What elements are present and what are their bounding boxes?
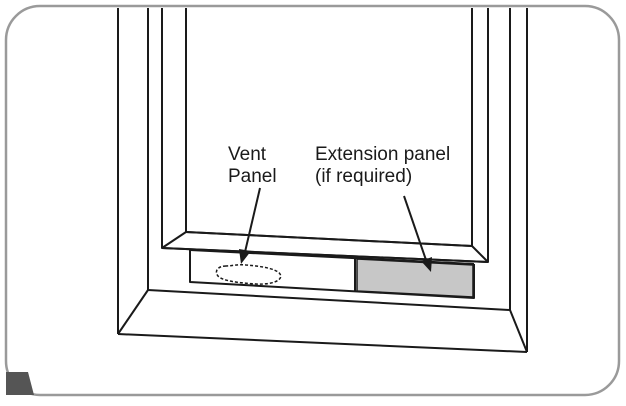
vent-label-line1: Vent: [228, 144, 267, 165]
vent-opening: [215, 263, 282, 285]
corner-mark: [6, 372, 34, 395]
window-frame: [117, 8, 528, 353]
extension-label-line2: (if required): [315, 166, 412, 187]
extension-panel: [356, 258, 474, 298]
vent-arrow: [239, 187, 261, 264]
panel-strip: [189, 250, 475, 299]
extension-label-line1: Extension panel: [315, 144, 450, 165]
extension-arrow: [403, 195, 432, 272]
vent-label-line2: Panel: [228, 166, 277, 187]
window-sill: [117, 333, 528, 353]
